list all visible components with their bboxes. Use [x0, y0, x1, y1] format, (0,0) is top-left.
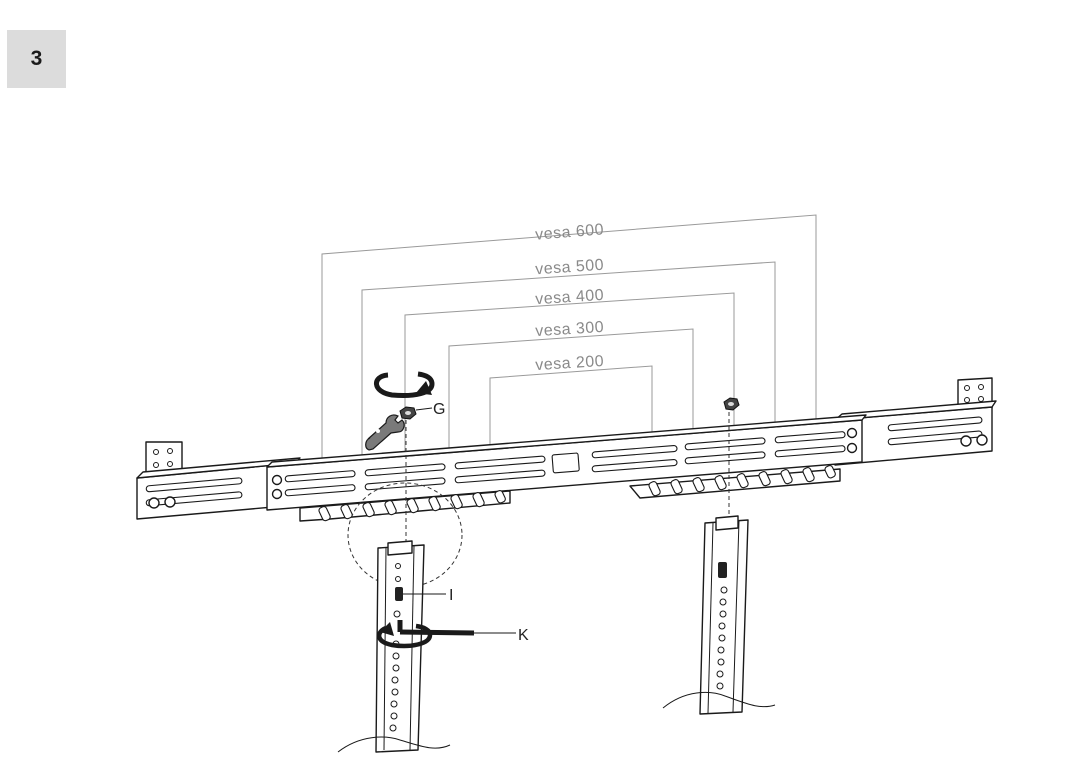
vesa-600-dimension: vesa 600	[321, 214, 817, 470]
left-clamp-bracket	[299, 490, 511, 522]
vesa-200-label: vesa 200	[535, 353, 605, 374]
left-upright-post	[337, 540, 451, 753]
rotate-arrow-k-icon	[377, 622, 433, 649]
right-upright-post	[662, 515, 776, 715]
vesa-200-dimension: vesa 200	[489, 353, 653, 470]
rotate-arrow-icon	[374, 371, 435, 398]
step-badge: 3	[7, 30, 66, 88]
callout-g-label: G	[433, 401, 445, 418]
nut-g	[399, 406, 417, 420]
wrench-icon	[365, 414, 405, 451]
vesa-300-label: vesa 300	[535, 319, 605, 340]
nut-right	[723, 397, 740, 411]
vesa-300-dimension: vesa 300	[448, 319, 694, 470]
right-clamp-bracket	[629, 465, 841, 499]
vesa-dimensions: vesa 600 vesa 500 vesa 400 vesa 300 vesa…	[321, 214, 817, 470]
vesa-500-dimension: vesa 500	[361, 257, 776, 470]
main-mounting-bar	[266, 414, 867, 511]
vesa-400-label: vesa 400	[535, 287, 605, 309]
vesa-500-label: vesa 500	[535, 257, 605, 279]
vesa-600-label: vesa 600	[535, 221, 605, 243]
callout-g-leader	[415, 407, 433, 411]
step-number: 3	[30, 47, 43, 70]
hex-key-k	[397, 620, 475, 636]
callout-i-label: I	[449, 587, 453, 604]
callout-k-label: K	[518, 627, 529, 644]
left-extension-arm	[136, 441, 301, 520]
vesa-400-dimension: vesa 400	[404, 287, 735, 470]
